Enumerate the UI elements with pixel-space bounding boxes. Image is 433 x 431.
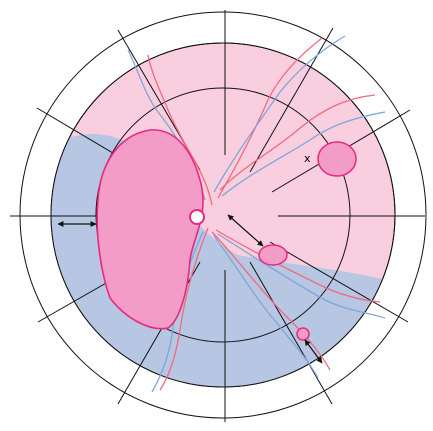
optic-disc-icon: [190, 210, 204, 224]
lesion-lower-right: [297, 328, 309, 340]
lesion-mid-right: [259, 245, 287, 265]
marker-x-label: x: [304, 152, 311, 165]
lesion-upper-right: [318, 142, 356, 176]
